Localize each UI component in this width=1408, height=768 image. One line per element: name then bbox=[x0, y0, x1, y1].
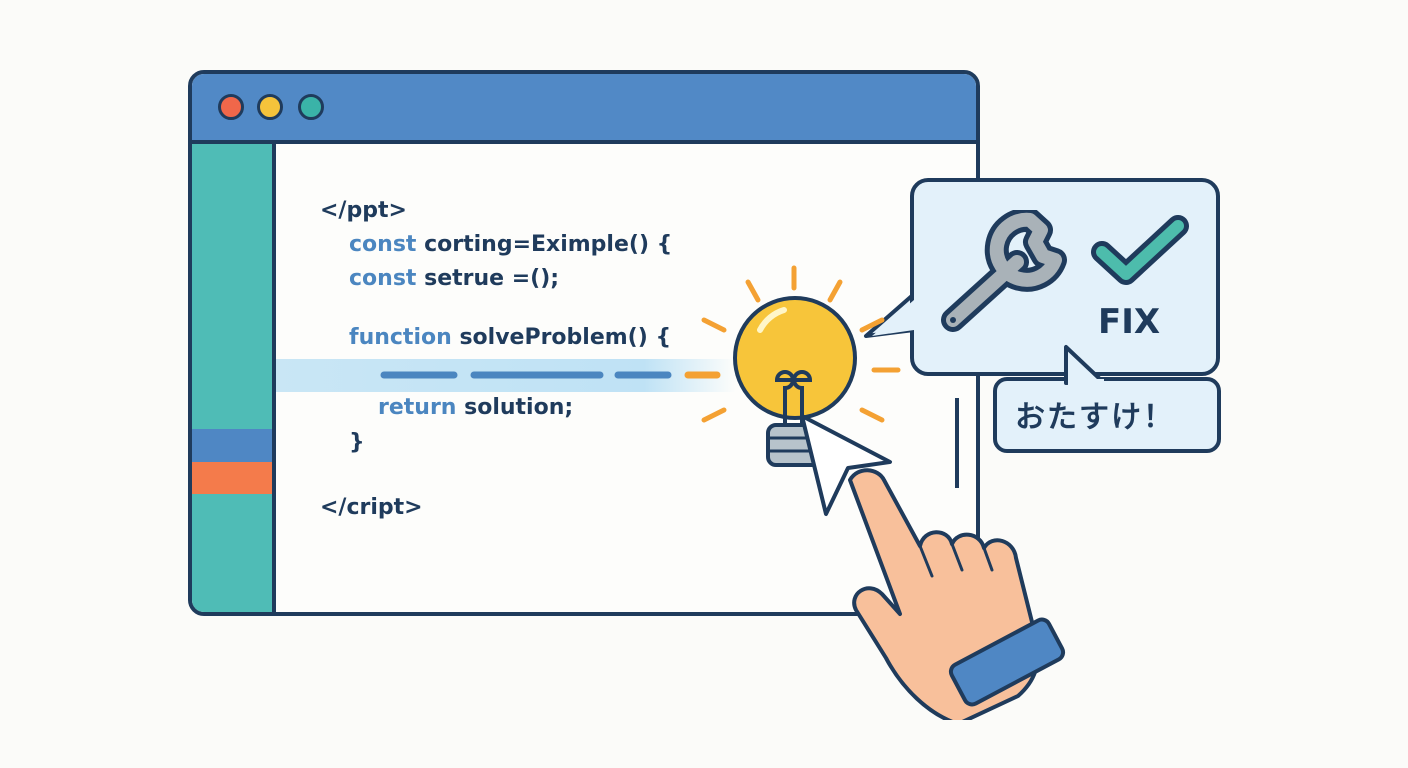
minimize-dot-icon[interactable] bbox=[257, 94, 283, 120]
help-message-text: おたすけ！ bbox=[1015, 400, 1175, 435]
code-line: </cript> bbox=[320, 495, 423, 520]
window-titlebar bbox=[192, 74, 976, 144]
keyword: function bbox=[349, 325, 452, 350]
keyword: const bbox=[349, 266, 417, 291]
code-line: } bbox=[349, 430, 365, 455]
checkmark-icon bbox=[1091, 215, 1189, 285]
editor-gutter bbox=[192, 144, 276, 612]
code-text: corting=Eximple() { bbox=[416, 232, 673, 257]
fix-speech-bubble bbox=[910, 178, 1220, 376]
close-dot-icon[interactable] bbox=[218, 94, 244, 120]
code-line: const corting=Eximple() { bbox=[349, 232, 672, 257]
placeholder-code-dashes bbox=[380, 371, 721, 379]
gutter-marker-blue bbox=[192, 429, 272, 462]
code-text: solveProblem() { bbox=[451, 325, 672, 350]
code-text: solution; bbox=[456, 395, 574, 420]
code-line: return solution; bbox=[378, 395, 573, 420]
pointing-hand-icon bbox=[848, 468, 1066, 720]
bubble-connector bbox=[1064, 345, 1104, 387]
code-line: const setrue =(); bbox=[349, 266, 559, 291]
keyword: return bbox=[378, 395, 457, 420]
wrench-icon bbox=[941, 210, 1067, 332]
maximize-dot-icon[interactable] bbox=[298, 94, 324, 120]
code-text: setrue =(); bbox=[416, 266, 560, 291]
code-line: function solveProblem() { bbox=[349, 325, 671, 350]
gutter-marker-orange bbox=[192, 462, 272, 494]
lightbulb-icon bbox=[701, 265, 901, 467]
help-message-bubble bbox=[993, 377, 1221, 453]
cursor-arrow-icon bbox=[800, 414, 892, 516]
code-line: </ppt> bbox=[320, 198, 407, 223]
connector-line bbox=[955, 398, 959, 488]
keyword: const bbox=[349, 232, 417, 257]
bubble-tail-cover bbox=[872, 300, 914, 336]
fix-label: FIX bbox=[1098, 302, 1161, 342]
